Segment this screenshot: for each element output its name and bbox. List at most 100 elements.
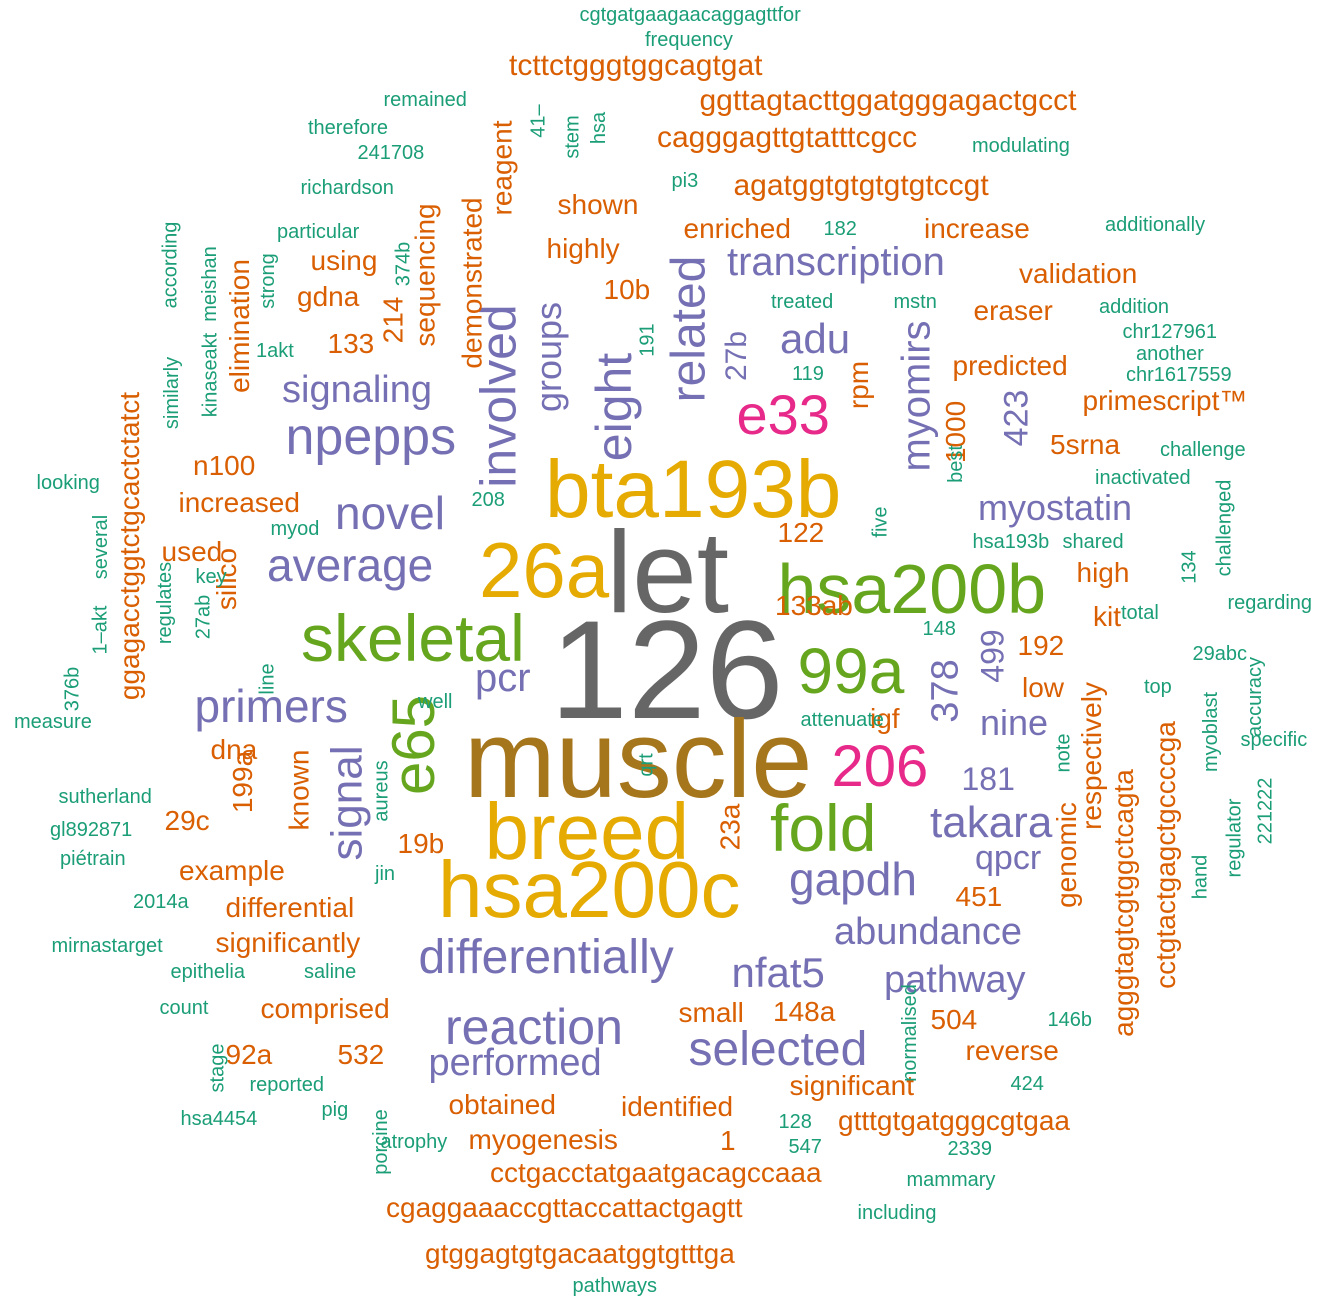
cloud-word: 504	[930, 1004, 978, 1035]
cloud-word: 23a	[713, 803, 745, 851]
cloud-word: specific	[1240, 729, 1308, 751]
cloud-word: regulates	[154, 561, 177, 645]
cloud-word: 133	[327, 328, 375, 359]
cloud-word: groups	[528, 301, 570, 413]
cloud-word: 1–akt	[88, 605, 111, 655]
cloud-word: sequencing	[409, 203, 441, 347]
cloud-word: mammary	[906, 1169, 996, 1191]
cloud-word: top	[1144, 676, 1172, 698]
cloud-word: dna	[210, 734, 258, 765]
cloud-word: respectively	[1075, 682, 1107, 830]
cloud-word: eight	[586, 352, 643, 462]
cloud-word: kinaseakt	[198, 332, 221, 418]
cloud-word: stage	[205, 1043, 228, 1093]
cloud-word: inactivated	[1095, 467, 1191, 489]
cloud-word: comprised	[260, 993, 390, 1024]
cloud-word: 2339	[947, 1138, 993, 1160]
cloud-word: regarding	[1227, 592, 1313, 614]
cloud-word: 424	[1010, 1073, 1044, 1095]
cloud-word: 128	[778, 1111, 812, 1133]
cloud-word: 221222	[1253, 777, 1276, 845]
cloud-word: significant	[789, 1070, 915, 1101]
cloud-word: qpcr	[975, 839, 1042, 877]
cloud-word: jin	[375, 863, 396, 885]
cloud-word: 378	[924, 659, 967, 723]
cloud-word: accuracy	[1244, 656, 1267, 738]
cloud-word: primers	[194, 680, 348, 732]
cloud-word: normalised	[898, 984, 921, 1082]
cloud-word: 214	[376, 296, 408, 344]
cloud-word: 376b	[60, 666, 83, 712]
cloud-word: 241708	[357, 142, 425, 164]
cloud-word: reported	[249, 1074, 325, 1096]
cloud-word: let	[606, 507, 730, 637]
cloud-word: demonstrated	[456, 197, 488, 369]
cloud-word: fold	[770, 791, 877, 865]
cloud-word: 451	[955, 881, 1003, 912]
cloud-word: predicted	[952, 350, 1068, 381]
cloud-word: 134	[1178, 550, 1201, 584]
cloud-word: validation	[1019, 258, 1138, 289]
cloud-word: richardson	[300, 177, 394, 199]
cloud-word: cgaggaaaccgttaccattactgagtt	[386, 1192, 743, 1223]
cloud-word: myoblast	[1200, 691, 1223, 773]
cloud-word: nfat5	[731, 949, 825, 996]
cloud-word: 181	[961, 761, 1015, 797]
cloud-word: saline	[304, 961, 357, 983]
cloud-word: tcttctgggtggcagtgat	[509, 49, 763, 82]
cloud-word: shared	[1062, 531, 1124, 553]
cloud-word: treated	[771, 291, 834, 313]
cloud-word: five	[869, 506, 892, 538]
cloud-word: increased	[178, 487, 300, 518]
cloud-word: significantly	[215, 927, 361, 958]
cloud-word: reverse	[965, 1035, 1059, 1066]
cloud-word: measure	[14, 711, 92, 733]
cloud-word: chr1617559	[1126, 364, 1232, 386]
cloud-word: strong	[256, 253, 279, 309]
cloud-word: highly	[546, 233, 620, 264]
cloud-word: shown	[557, 189, 639, 220]
cloud-word: 119	[792, 363, 824, 385]
cloud-word: addition	[1099, 296, 1170, 318]
cloud-word: 423	[996, 389, 1035, 447]
cloud-word: total	[1121, 602, 1159, 624]
cloud-word: pathway	[884, 959, 1026, 1001]
cloud-word: chr127961	[1122, 321, 1218, 343]
cloud-word: hand	[1188, 854, 1211, 900]
cloud-word: myostatin	[978, 487, 1133, 528]
cloud-word: myogenesis	[468, 1124, 618, 1155]
cloud-word: obtained	[448, 1089, 556, 1120]
cloud-word: hsa4454	[180, 1108, 258, 1130]
cloud-word: 29abc	[1192, 643, 1248, 665]
cloud-word: 547	[788, 1136, 822, 1158]
cloud-word: 19b	[397, 828, 445, 859]
cloud-word: skeletal	[301, 601, 525, 675]
cloud-word: pi3	[671, 170, 699, 192]
cloud-word: igf	[870, 703, 900, 734]
cloud-word: differential	[225, 892, 355, 923]
cloud-word: n100	[193, 450, 256, 481]
cloud-word: modulating	[972, 135, 1070, 157]
cloud-word: particular	[277, 221, 360, 243]
cloud-word: transcription	[727, 240, 945, 284]
cloud-word: note	[1051, 733, 1074, 773]
cloud-word: count	[159, 997, 209, 1019]
cloud-word: cagggagttgtatttcgcc	[657, 121, 918, 154]
cloud-word: takara	[930, 798, 1053, 847]
cloud-word: reaction	[445, 999, 623, 1055]
cloud-word: remained	[383, 89, 467, 111]
cloud-word: agatggtgtgtgtgtccgt	[733, 169, 989, 202]
cloud-word: regulator	[1222, 798, 1245, 878]
cloud-word: according	[158, 221, 181, 309]
cloud-word: 146b	[1047, 1009, 1093, 1031]
cloud-word: 133ab	[775, 590, 853, 621]
cloud-word: elimination	[223, 259, 255, 393]
cloud-word: meishan	[198, 246, 221, 322]
cloud-word: frequency	[645, 29, 733, 51]
cloud-word: key	[195, 566, 227, 588]
cloud-word: signal	[321, 745, 371, 861]
cloud-word: 192	[1017, 630, 1065, 661]
cloud-word: challenged	[1212, 479, 1235, 577]
cloud-word: nine	[980, 702, 1049, 743]
